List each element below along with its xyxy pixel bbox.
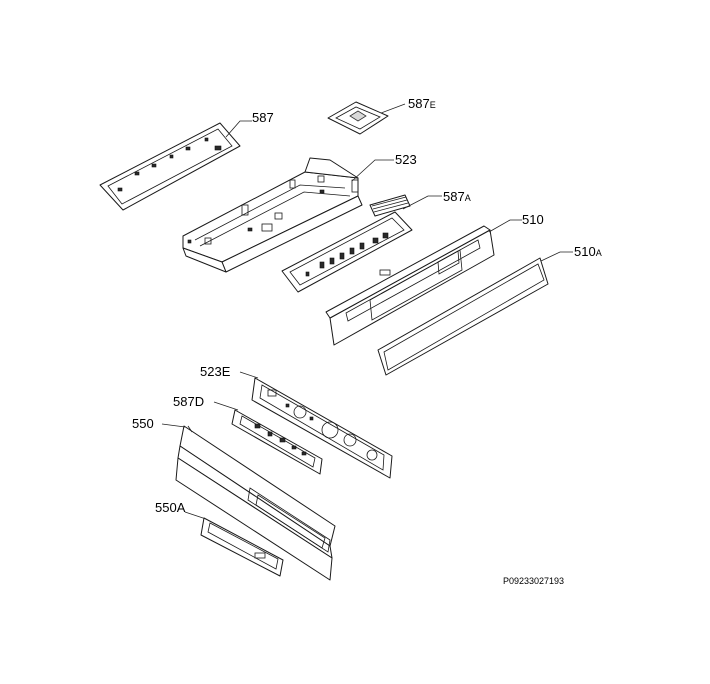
part-550-front-panel [175, 425, 336, 581]
part-587a-control-board [281, 194, 413, 293]
leader-587d [213, 401, 239, 411]
label-510a-number: 510 [574, 244, 596, 259]
label-587e: 587E [408, 96, 436, 111]
part-587e-pad [327, 101, 389, 135]
label-510: 510 [522, 212, 544, 227]
label-550a: 550A [155, 500, 186, 515]
part-587-circuit-board [99, 122, 241, 211]
label-587a-suffix: A [465, 193, 471, 203]
label-510a-suffix: A [596, 248, 602, 258]
leader-550a [184, 511, 207, 520]
part-510-panel-frame [325, 225, 495, 346]
label-587a-number: 587 [443, 189, 465, 204]
part-510a-glass-strip [377, 257, 549, 376]
label-587d: 587D [173, 394, 204, 409]
part-550a-decor-strip [200, 517, 284, 577]
leader-587 [225, 120, 252, 138]
label-587e-number: 587 [408, 96, 430, 111]
leader-550 [161, 423, 186, 428]
part-587d-display-board [231, 409, 323, 475]
label-523: 523 [395, 152, 417, 167]
leader-587a [402, 195, 442, 210]
leader-587e [380, 103, 406, 114]
drawing-code: P09233027193 [503, 576, 564, 586]
part-523-housing [182, 157, 363, 273]
label-510a: 510A [574, 244, 602, 259]
part-523e-knob-panel [251, 377, 393, 479]
leader-510a [540, 251, 573, 262]
leader-510 [488, 219, 522, 233]
label-550: 550 [132, 416, 154, 431]
label-587a: 587A [443, 189, 471, 204]
label-587e-suffix: E [430, 100, 436, 110]
leader-523e [239, 371, 259, 379]
leader-523 [351, 159, 394, 182]
label-523e: 523E [200, 364, 231, 379]
label-587: 587 [252, 110, 274, 125]
